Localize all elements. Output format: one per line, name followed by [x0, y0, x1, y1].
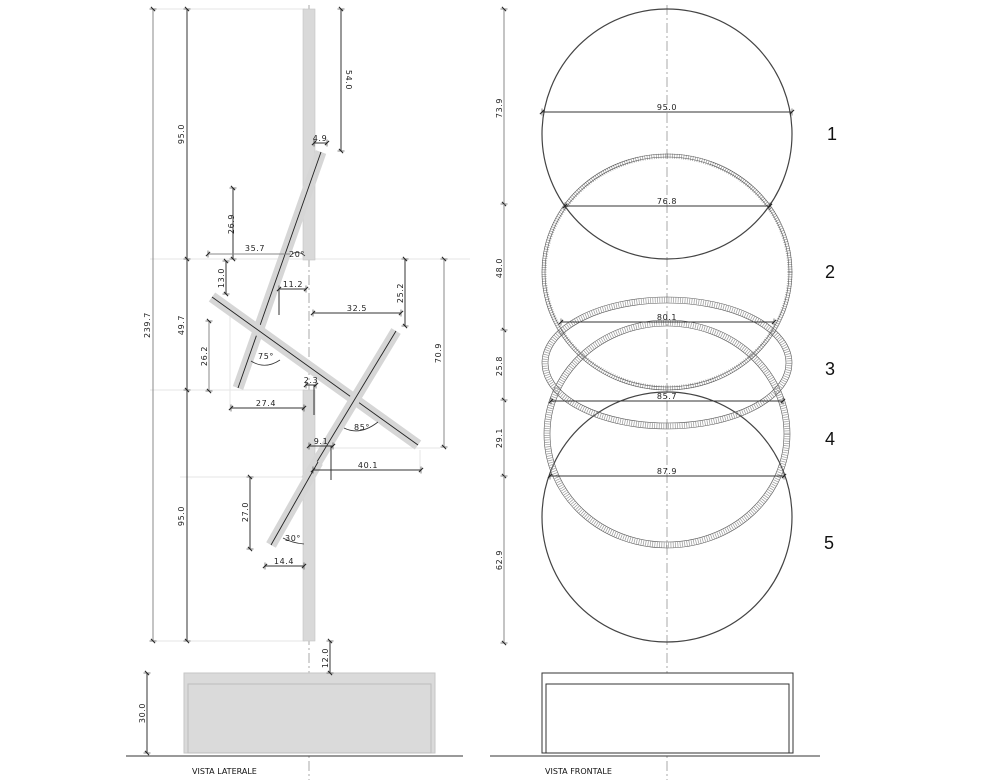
dim-ring1-width: 95.0 — [657, 103, 677, 112]
dim-gap-to-base: 12.0 — [321, 648, 330, 668]
ring-number-2: 2 — [825, 262, 835, 282]
dim-front-seg-4: 29.1 — [495, 428, 504, 448]
ring-number-4: 4 — [825, 429, 835, 449]
dim-bar3-total-height: 70.9 — [434, 343, 443, 363]
ring-number-1: 1 — [827, 124, 837, 144]
dim-lower-segment: 95.0 — [177, 506, 186, 526]
ring-5 — [541, 391, 793, 643]
side-base-inner — [187, 683, 432, 754]
dim-base-height: 30.0 — [138, 703, 147, 723]
dim-bar4-angle: 30° — [285, 534, 301, 543]
dim-front-seg-1: 73.9 — [495, 98, 504, 118]
dim-bar3-span: 40.1 — [358, 461, 378, 470]
dim-bar3-angle: 85° — [354, 423, 370, 432]
dim-bar4-width: 14.4 — [274, 557, 294, 566]
lower-rod — [302, 389, 316, 642]
bar-1 — [232, 150, 327, 390]
extension-lines — [150, 8, 470, 642]
dim-bar1-height: 26.9 — [227, 214, 236, 234]
dim-bar3-height: 25.2 — [396, 283, 405, 303]
front-base-inner — [545, 683, 790, 754]
bar-2 — [208, 292, 422, 450]
side-view: 239.7 95.0 49.7 95.0 54.0 4.9 26.9 35.7 … — [126, 5, 470, 780]
side-dimension-labels: 239.7 95.0 49.7 95.0 54.0 4.9 26.9 35.7 … — [138, 70, 443, 723]
dim-middle-segment: 49.7 — [177, 315, 186, 335]
dim-ring5-width: 87.9 — [657, 467, 677, 476]
dim-overall-height: 239.7 — [143, 312, 152, 338]
front-view: 95.0 76.8 80.1 85.7 87.9 73.9 48.0 25.8 … — [490, 5, 837, 780]
side-base — [183, 672, 436, 754]
dim-ring3-width: 80.1 — [657, 313, 677, 322]
dim-bar1-angle: 20° — [289, 250, 305, 259]
front-view-title: VISTA FRONTALE — [545, 767, 612, 776]
dim-bar1-lower-height: 13.0 — [217, 268, 226, 288]
front-width-labels: 95.0 76.8 80.1 85.7 87.9 — [657, 103, 677, 476]
bar-4 — [266, 459, 323, 548]
dim-bar1-width: 35.7 — [245, 244, 265, 253]
ring-3 — [541, 296, 793, 430]
ring-1 — [541, 8, 793, 260]
dim-bar4-height: 27.0 — [241, 502, 250, 522]
ring-number-3: 3 — [825, 359, 835, 379]
ring-2 — [541, 153, 793, 391]
dim-rod-gap: 2.3 — [304, 376, 319, 385]
bar-3 — [301, 328, 401, 483]
dim-ring2-width: 76.8 — [657, 197, 677, 206]
side-dimensions — [143, 6, 448, 756]
dim-bar3-width: 32.5 — [347, 304, 367, 313]
dim-front-seg-3: 25.8 — [495, 356, 504, 376]
dim-bar3-offset: 9.1 — [314, 437, 329, 446]
front-height-dimensions: 73.9 48.0 25.8 29.1 62.9 — [495, 6, 508, 646]
dim-bar1-inner-width: 11.2 — [283, 280, 303, 289]
dim-front-seg-2: 48.0 — [495, 258, 504, 278]
dim-ring4-width: 85.7 — [657, 392, 677, 401]
dim-upper-segment: 95.0 — [177, 124, 186, 144]
ring-number-labels: 1 2 3 4 5 — [824, 124, 837, 553]
dim-top-bar-offset: 4.9 — [313, 134, 328, 143]
dim-bar2-height: 26.2 — [200, 346, 209, 366]
ring-number-5: 5 — [824, 533, 834, 553]
dim-front-seg-5: 62.9 — [495, 550, 504, 570]
dim-bar2-width: 27.4 — [256, 399, 276, 408]
dim-top-offset: 54.0 — [344, 70, 353, 90]
dim-bar2-angle: 75° — [258, 352, 274, 361]
front-width-dimensions — [539, 108, 795, 480]
side-view-title: VISTA LATERALE — [192, 767, 257, 776]
